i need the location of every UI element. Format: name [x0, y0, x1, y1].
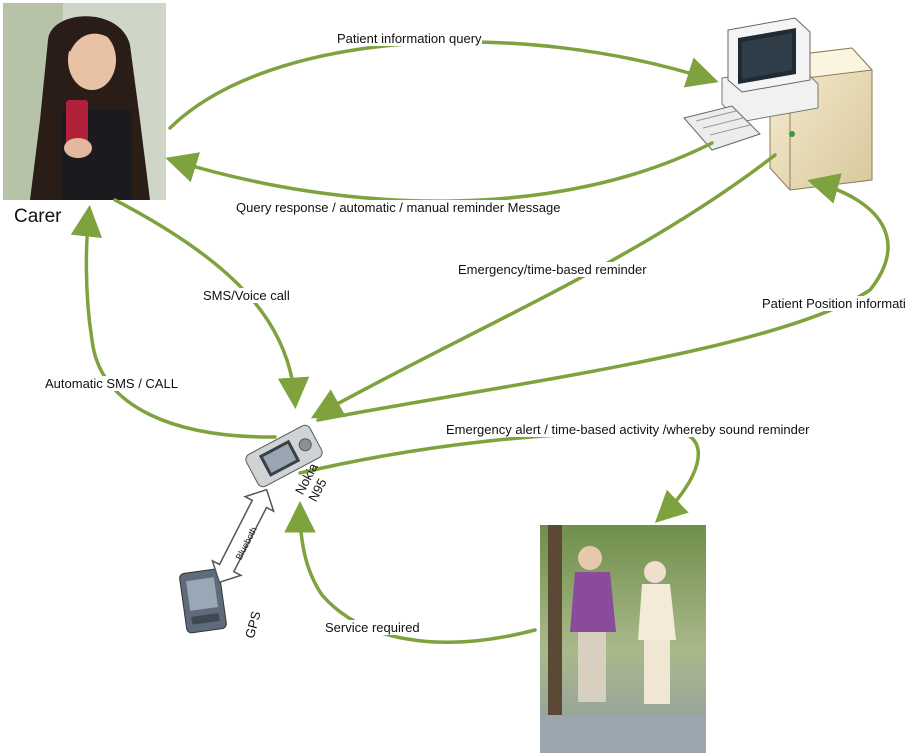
label-emergency-time-reminder: Emergency/time-based reminder — [458, 262, 647, 277]
arrow-emergency-alert — [298, 430, 700, 523]
label-patient-info-query: Patient information query — [337, 31, 482, 46]
arrow-patient-position — [316, 173, 890, 422]
carer-label: Carer — [14, 206, 62, 227]
label-automatic-sms-call: Automatic SMS / CALL — [45, 376, 178, 391]
phone-icon — [245, 424, 323, 488]
arrow-emergency-time-reminder — [310, 153, 777, 419]
label-sms-voice-call: SMS/Voice call — [203, 288, 290, 303]
arrow-query-response — [165, 141, 714, 203]
gps-device-icon — [179, 568, 227, 634]
server-computer-icon — [683, 17, 874, 191]
arrow-service-required — [284, 501, 537, 644]
label-patient-position: Patient Position information — [762, 296, 906, 311]
carer-photo — [3, 3, 166, 200]
patients-photo — [540, 525, 706, 753]
label-emergency-alert: Emergency alert / time-based activity /w… — [446, 422, 810, 437]
arrow-automatic-sms-call — [70, 205, 277, 439]
label-service-required: Service required — [325, 620, 420, 635]
label-query-response: Query response / automatic / manual remi… — [236, 200, 561, 215]
arrow-patient-info-query — [168, 40, 719, 130]
bluetooth-link — [211, 488, 275, 584]
